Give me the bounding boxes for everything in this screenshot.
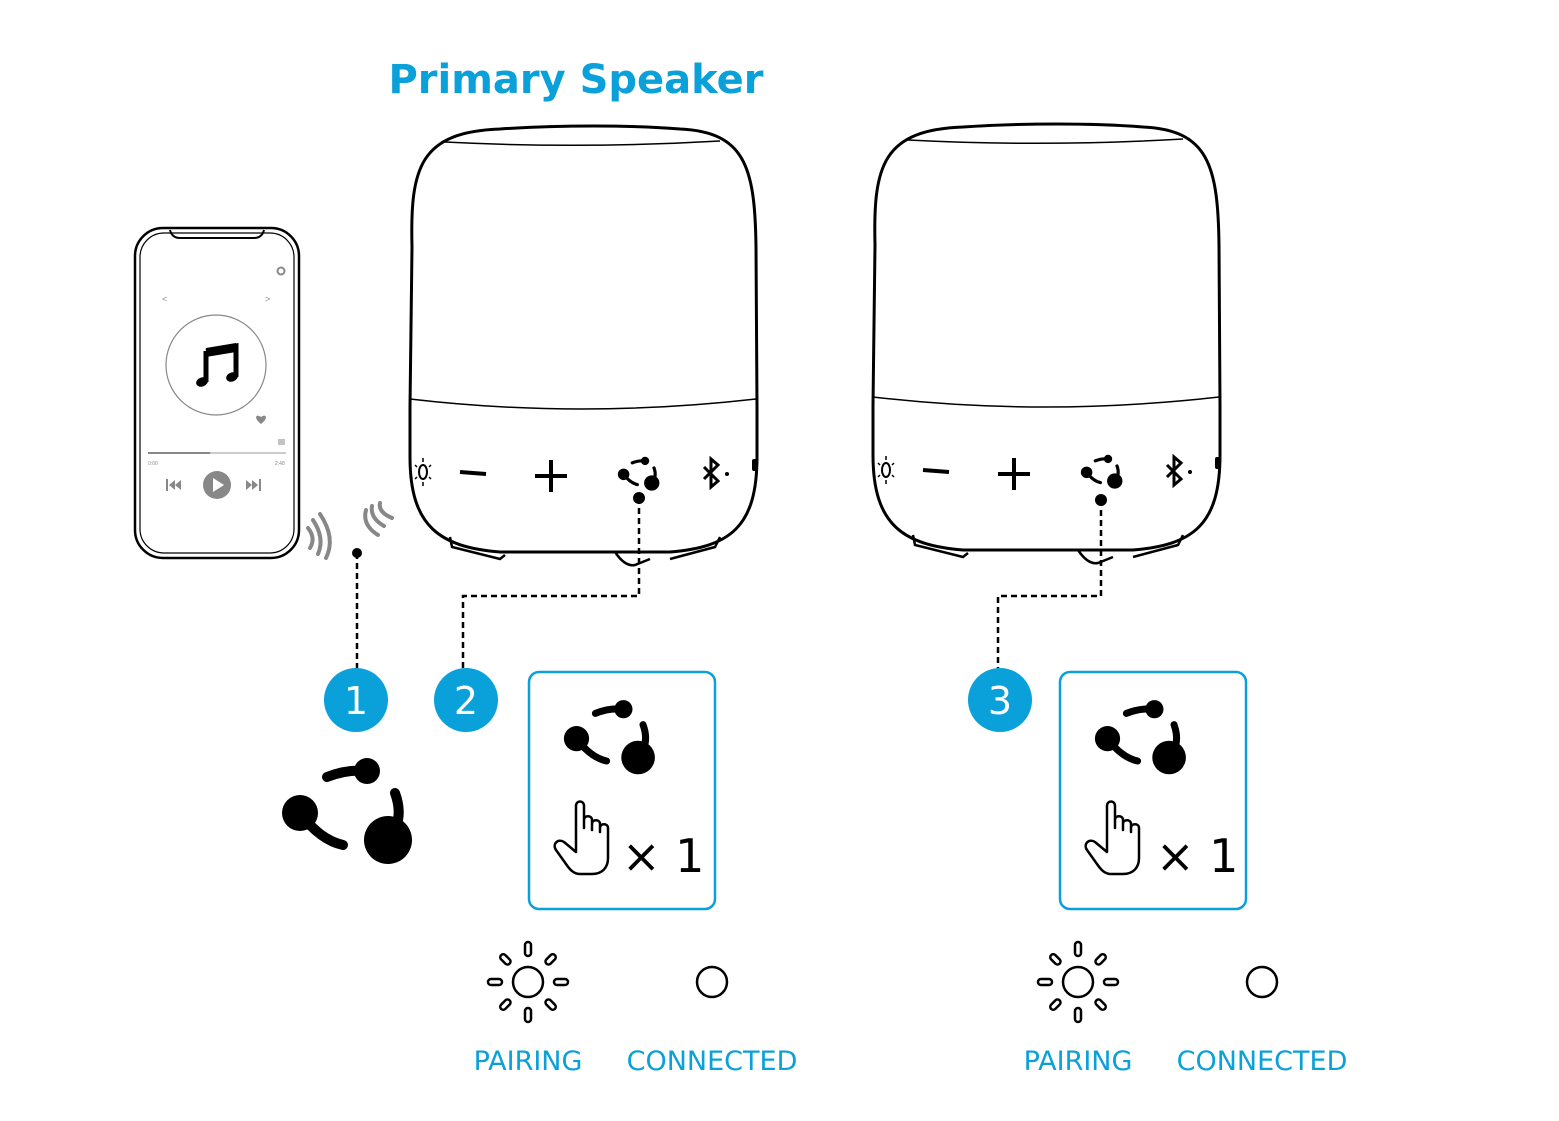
wireless-signal-icon [306,501,394,560]
step-3-badge: 3 [968,668,1032,732]
press-hand-icon [553,800,610,876]
step-1-badge: 1 [324,668,388,732]
phone-nav-next: > [265,294,270,304]
svg-text:1: 1 [344,679,368,723]
party-link-icon [1095,700,1186,774]
connected-label: CONNECTED [627,1046,798,1077]
press-count: × 1 [622,829,704,883]
press-count: × 1 [1156,829,1238,883]
time-elapsed: 0:00 [148,461,158,467]
music-note-icon [196,343,239,387]
previous-track-icon[interactable] [166,479,181,491]
smartphone: < > 0:00 2:48 [133,226,301,560]
time-total: 2:48 [275,461,285,467]
progress-track[interactable] [148,452,286,454]
phone-nav-prev: < [162,294,167,304]
step-3-instruction-box: × 1 [1058,670,1248,911]
press-hand-icon [1084,800,1141,876]
pairing-label: PAIRING [1024,1046,1133,1077]
album-art-circle [165,314,267,416]
primary-speaker [410,126,757,565]
next-track-icon[interactable] [246,479,261,491]
playlist-icon [278,439,285,445]
step-2-badge: 2 [434,668,498,732]
svg-text:2: 2 [454,679,478,723]
heart-icon [256,415,266,424]
svg-text:3: 3 [988,679,1012,723]
settings-gear-icon [276,266,286,276]
secondary-speaker [873,124,1220,563]
connected-light-icon [1245,965,1279,999]
step-2-instruction-box: × 1 [527,670,717,911]
party-link-icon [564,700,655,774]
pairing-light-icon [486,940,570,1024]
pairing-light-icon [1036,940,1120,1024]
party-link-icon [282,758,412,864]
pairing-label: PAIRING [474,1046,583,1077]
primary-speaker-title: Primary Speaker [388,57,763,103]
connected-light-icon [695,965,729,999]
progress-fill [148,452,211,454]
connected-label: CONNECTED [1177,1046,1348,1077]
